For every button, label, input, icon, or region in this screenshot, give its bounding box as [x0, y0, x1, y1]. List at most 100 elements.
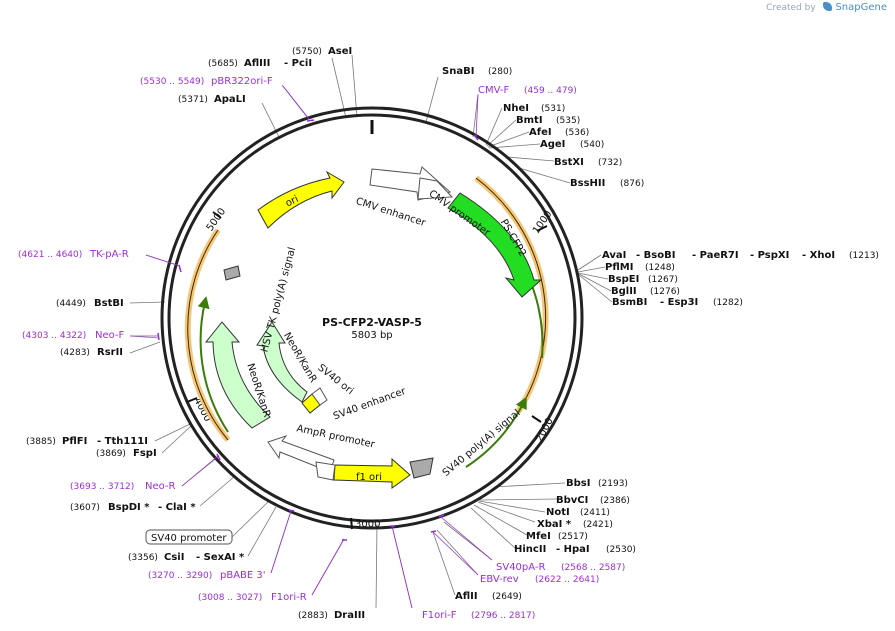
label-ori: ori — [284, 194, 301, 210]
ampr-promoter-tail — [315, 461, 336, 481]
bstBI-label: BstBI — [94, 298, 124, 309]
snaBI-pos: (280) — [488, 67, 512, 77]
pspXI-label: - PspXI — [750, 250, 789, 261]
bspDI-pos: (3607) — [70, 503, 100, 513]
afeI-pos: (536) — [565, 128, 589, 138]
neo-r-primer: Neo-R — [145, 481, 176, 492]
sv40-promoter-box — [145, 529, 233, 545]
csiI-label: CsiI — [164, 552, 184, 563]
neor-kanr-inner-arrow — [256, 321, 308, 403]
bmtI-label: BmtI — [516, 115, 543, 126]
plasmid-name: PS-CFP2-VASP-5 — [322, 316, 422, 329]
aflIII-label: AflIII — [244, 58, 270, 69]
bsmBI-label: BsmBI — [612, 297, 647, 308]
orf-arrow-2000 — [465, 396, 527, 468]
ori-arrow — [257, 170, 345, 229]
pbabe3-primer: pBABE 3' — [220, 570, 266, 581]
ebv-rev-range: (2622 .. 2641) — [535, 575, 599, 585]
xhoI-label: - XhoI — [802, 250, 835, 261]
apaLI-pos: (5371) — [178, 95, 208, 105]
snapgene-logo-icon — [822, 2, 832, 11]
created-by-text: Created by — [766, 3, 816, 13]
apaLI-label: ApaLI — [214, 94, 246, 105]
fspI-pos: (3869) — [96, 449, 126, 459]
neo-f-range: (4303 .. 4322) — [22, 331, 86, 341]
xbaI-pos: (2421) — [583, 520, 613, 530]
hincII-label: HincII — [514, 544, 546, 555]
f1ori-f-range: (2796 .. 2817) — [471, 611, 535, 621]
pflMI-label: PflMI — [605, 262, 633, 273]
sv40-promoter-label: SV40 promoter — [151, 533, 227, 544]
paeR7I-label: - PaeR7I — [692, 250, 739, 261]
aflII-label: AflII — [455, 591, 478, 602]
bstBI-pos: (4449) — [56, 299, 86, 309]
snapgene-branding: Created by SnapGene — [766, 2, 887, 13]
bsoBI-label: - BsoBI — [636, 250, 675, 261]
notI-label: NotI — [546, 507, 570, 518]
nheI-label: NheI — [503, 103, 529, 114]
bsmBI-pos: (1282) — [713, 298, 743, 308]
pbr322-range: (5530 .. 5549) — [140, 77, 204, 87]
backbone-outer-ring — [160, 106, 584, 530]
sv40pa-r-primer: SV40pA-R — [496, 562, 545, 573]
bglII-pos: (1276) — [650, 287, 680, 297]
neo-f-primer: Neo-F — [95, 330, 125, 341]
primer-marks — [157, 119, 479, 541]
bbsI-pos: (2193) — [598, 479, 628, 489]
bspEI-label: BspEI — [608, 274, 639, 285]
sv40-polya-box — [409, 457, 434, 479]
label-ampr-promoter: AmpR promoter — [296, 423, 377, 450]
primer-leaders — [130, 85, 493, 609]
aseI-label: AseI — [328, 46, 352, 57]
avaI-pos: (1213) — [849, 251, 879, 261]
hpaI-label: - HpaI — [556, 544, 590, 555]
draIII-pos: (2883) — [298, 611, 328, 621]
mfeI-pos: (2517) — [558, 532, 588, 542]
orf-band-right-line — [475, 177, 547, 413]
bstXI-pos: (732) — [598, 158, 622, 168]
hincII-pos: (2530) — [606, 545, 636, 555]
rsrII-label: RsrII — [97, 347, 123, 358]
sexAI-label: - SexAI * — [196, 552, 245, 563]
tth111I-label: - Tth111I — [97, 436, 148, 447]
mfeI-label: MfeI — [526, 531, 551, 542]
orf-band-left-line — [187, 229, 229, 441]
csiI-pos: (3356) — [128, 553, 158, 563]
bbvCI-pos: (2386) — [600, 496, 630, 506]
pflMI-pos: (1248) — [645, 263, 675, 273]
sv40-enhancer-box — [311, 387, 328, 406]
bssHII-label: BssHII — [570, 178, 605, 189]
neo-r-range: (3693 .. 3712) — [70, 482, 134, 492]
orf-arrow-neo-outer — [197, 296, 229, 433]
f1ori-r-range: (3008 .. 3027) — [198, 593, 262, 603]
bglII-label: BglII — [611, 286, 637, 297]
bbvCI-label: BbvCI — [556, 495, 588, 506]
tick-marks — [186, 211, 548, 530]
label-f1-ori: f1 ori — [356, 472, 382, 483]
tick-label-3000: 3000 — [355, 519, 380, 530]
bstXI-label: BstXI — [554, 157, 584, 168]
pbr322-primer: pBR322ori-F — [211, 76, 273, 87]
bssHII-pos: (876) — [620, 179, 644, 189]
ebv-rev-primer: EBV-rev — [480, 574, 519, 585]
bmtI-pos: (535) — [556, 116, 580, 126]
esp3I-label: - Esp3I — [660, 297, 698, 308]
f1-ori-arrow — [333, 457, 411, 489]
rsrII-pos: (4283) — [60, 348, 90, 358]
cmv-promoter-arrow — [417, 177, 454, 200]
aflII-pos: (2649) — [492, 592, 522, 602]
backbone-inner-ring — [167, 113, 577, 523]
f1ori-f-primer: F1ori-F — [422, 610, 457, 621]
snapgene-brand-text: SnapGene — [835, 2, 887, 13]
f1ori-r-primer: F1ori-R — [271, 592, 307, 603]
pflFI-pos: (3885) — [26, 437, 56, 447]
hsv-tk-polya-box — [223, 265, 241, 281]
plasmid-size: 5803 bp — [351, 330, 392, 341]
ageI-pos: (540) — [580, 140, 604, 150]
bbsI-label: BbsI — [566, 478, 590, 489]
cmv-f-range: (459 .. 479) — [524, 86, 577, 96]
ageI-label: AgeI — [540, 139, 565, 150]
avaI-label: AvaI — [602, 250, 626, 261]
xbaI-label: XbaI * — [537, 519, 572, 530]
aseI-pos: (5750) — [292, 47, 322, 57]
